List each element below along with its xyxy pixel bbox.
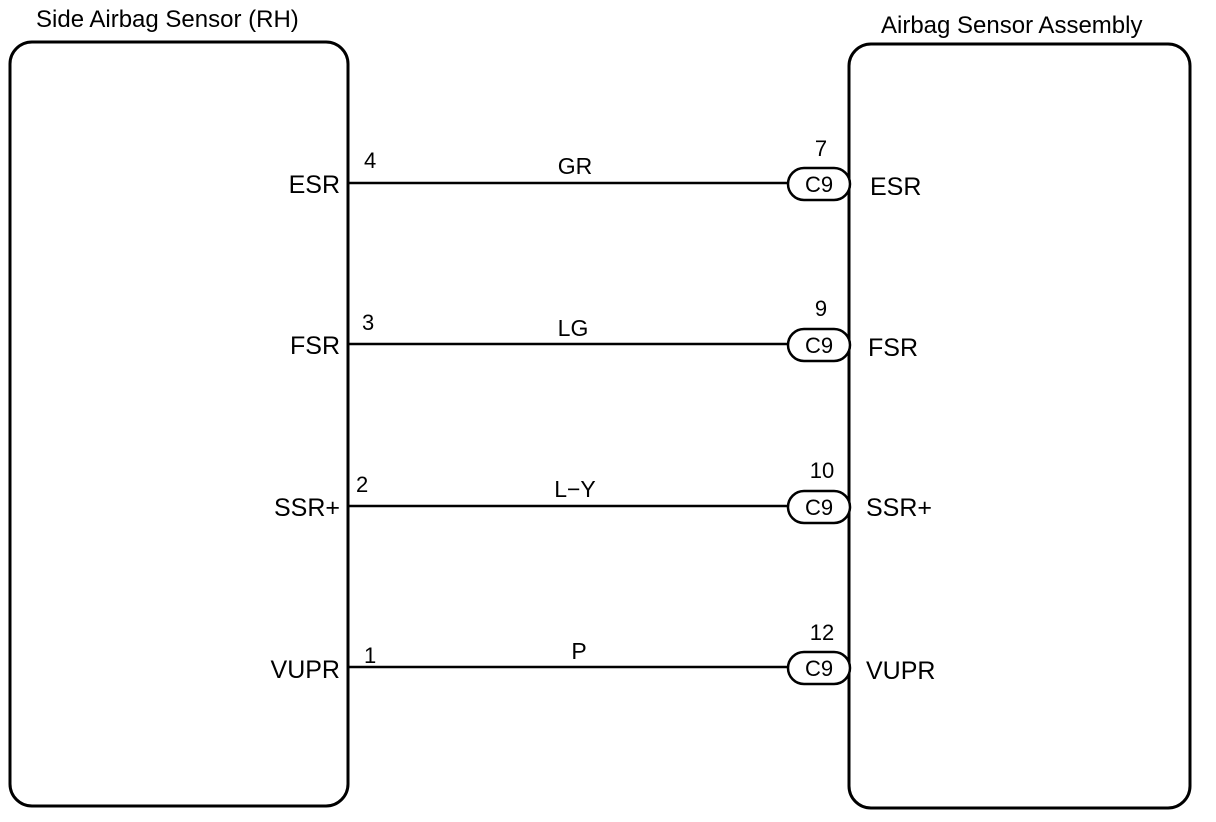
right-pin-number: 12 [810, 620, 834, 645]
left-pin-number: 2 [356, 472, 368, 497]
right-pin-number: 10 [810, 458, 834, 483]
left-pin-number: 4 [364, 148, 376, 173]
left-signal-label: ESR [289, 171, 340, 199]
right-signal-label: FSR [868, 334, 918, 362]
left-signal-label: FSR [290, 332, 340, 360]
connector-oval [786, 650, 852, 686]
connector-oval [786, 489, 852, 525]
right-component-title: Airbag Sensor Assembly [881, 12, 1142, 39]
wire-color-label: P [571, 638, 586, 664]
connector-oval [786, 327, 852, 363]
connector-label: C9 [805, 333, 833, 358]
left-component-title: Side Airbag Sensor (RH) [36, 6, 299, 33]
left-component-box [8, 40, 350, 808]
right-component-box [847, 42, 1192, 810]
wire-color-label: GR [558, 153, 593, 179]
right-pin-number: 9 [815, 296, 827, 321]
left-pin-number: 3 [362, 310, 374, 335]
circuit-esr: ESR 4 GR C9 7 ESR [289, 136, 921, 202]
left-pin-number: 1 [364, 643, 376, 668]
connector-label: C9 [805, 172, 833, 197]
connector-label: C9 [805, 656, 833, 681]
connector-oval [786, 166, 852, 202]
right-signal-label: ESR [870, 173, 921, 201]
circuit-fsr: FSR 3 LG C9 9 FSR [290, 296, 918, 363]
wire-color-label: LG [558, 315, 589, 341]
right-signal-label: VUPR [866, 657, 935, 685]
left-signal-label: SSR+ [274, 494, 340, 522]
right-component: Airbag Sensor Assembly [847, 12, 1192, 810]
right-pin-number: 7 [815, 136, 827, 161]
left-signal-label: VUPR [271, 656, 340, 684]
connector-label: C9 [805, 495, 833, 520]
wire-color-label: L−Y [554, 476, 596, 502]
right-signal-label: SSR+ [866, 494, 932, 522]
left-component: Side Airbag Sensor (RH) [8, 6, 350, 808]
circuit-ssr-plus: SSR+ 2 L−Y C9 10 SSR+ [274, 458, 932, 525]
circuit-vupr: VUPR 1 P C9 12 VUPR [271, 620, 935, 686]
